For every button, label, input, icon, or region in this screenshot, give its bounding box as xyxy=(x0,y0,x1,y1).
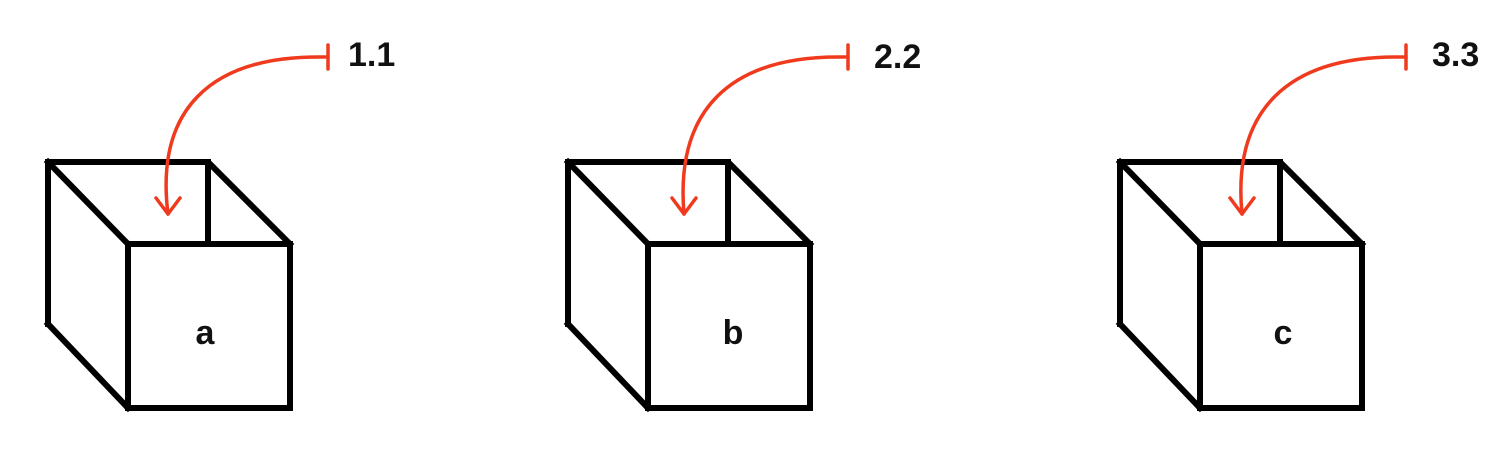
open-box-b xyxy=(563,157,815,413)
value-text-a: 1.1 xyxy=(348,36,395,74)
variable-box-group-c: 3.3 c xyxy=(1115,36,1479,413)
value-text-b: 2.2 xyxy=(874,38,921,76)
variable-box-group-a: 1.1 a xyxy=(43,36,395,413)
open-box-c xyxy=(1115,157,1367,413)
assignment-arrow-a xyxy=(154,43,330,216)
variable-box-group-b: 2.2 b xyxy=(563,38,921,413)
assignment-arrow-b xyxy=(670,43,850,216)
open-box-a xyxy=(43,157,295,413)
assignment-arrow-c xyxy=(1228,43,1408,216)
box-label-b: b xyxy=(723,314,744,352)
box-label-c: c xyxy=(1274,314,1293,352)
value-text-c: 3.3 xyxy=(1432,36,1479,74)
box-label-a: a xyxy=(196,314,216,352)
